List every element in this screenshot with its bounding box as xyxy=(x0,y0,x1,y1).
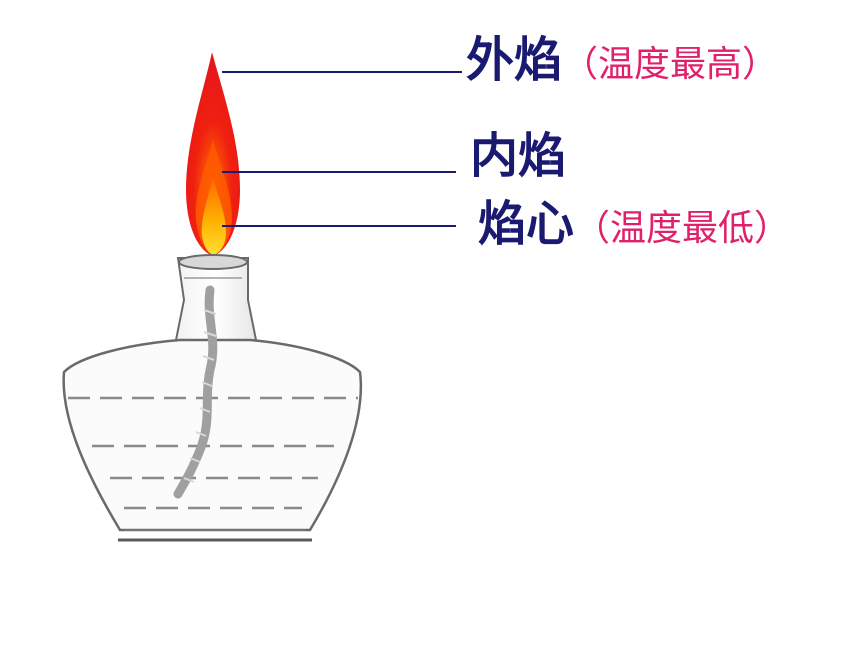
wick-texture xyxy=(183,309,217,483)
wick xyxy=(173,285,218,499)
inner-flame-label-group: 内焰 xyxy=(470,132,566,180)
flame-core-shape xyxy=(201,178,226,255)
alcohol-liquid-lines xyxy=(68,396,358,510)
flame-core-label-group: 焰心（温度最低） xyxy=(478,200,790,248)
outer-flame-note: （温度最高） xyxy=(562,44,779,85)
lamp-body xyxy=(62,338,363,542)
leader-lines xyxy=(222,71,462,227)
flame-core-label: 焰心 xyxy=(478,196,575,252)
lamp-neck xyxy=(174,254,258,341)
inner-flame-label: 内焰 xyxy=(470,128,567,184)
outer-flame-label-group: 外焰（温度最高） xyxy=(466,36,778,84)
outer-flame-label: 外焰 xyxy=(466,32,563,88)
flame-core-note: （温度最低） xyxy=(574,208,791,249)
